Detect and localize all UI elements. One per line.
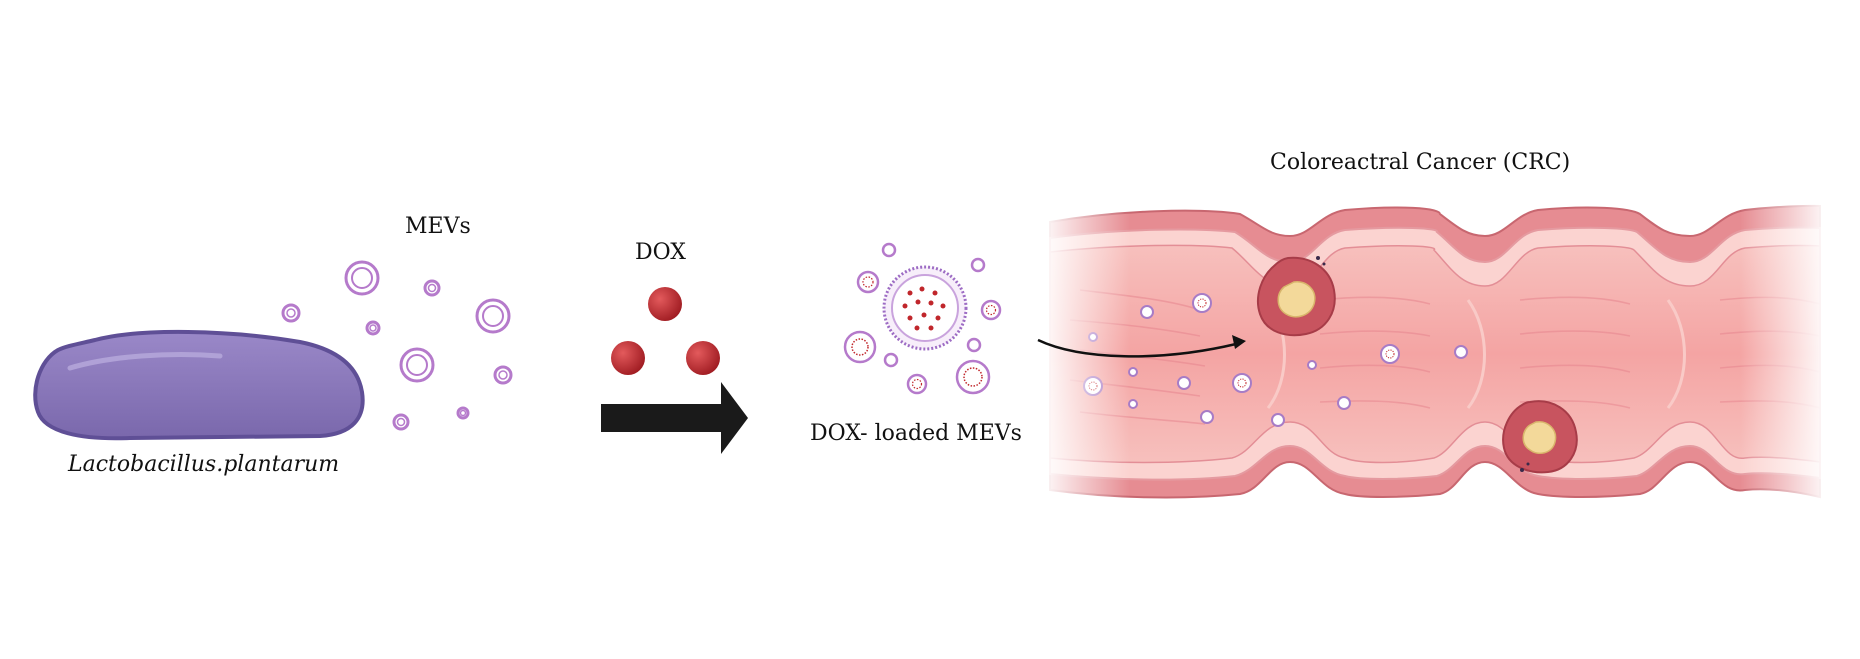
vesicle	[475, 298, 511, 334]
colon-vesicle	[1200, 410, 1214, 424]
loaded-vesicle	[970, 257, 986, 273]
loaded-vesicle	[966, 337, 982, 353]
bacterium-label: Lactobacillus.plantarum	[68, 452, 340, 477]
dox-label: DOX	[635, 240, 686, 265]
vesicle	[423, 279, 441, 297]
loaded-vesicle	[856, 270, 880, 294]
dox-molecules	[611, 287, 720, 375]
colon-vesicle	[1140, 305, 1154, 319]
colon-vesicle	[1128, 399, 1138, 409]
dox-molecule	[686, 341, 720, 375]
colon-vesicle	[1177, 376, 1191, 390]
loaded-vesicle	[843, 330, 877, 364]
bacterium-icon	[33, 329, 365, 441]
mevs-label: MEVs	[405, 214, 471, 239]
tumor-bottom	[1502, 400, 1578, 474]
colon-vesicle	[1307, 360, 1317, 370]
mev-vesicles	[281, 260, 513, 431]
crc-label: Coloreactral Cancer (CRC)	[1270, 150, 1571, 175]
vesicle	[399, 347, 435, 383]
colon-vesicle	[1192, 293, 1212, 313]
dox-molecule	[648, 287, 682, 321]
dox-molecule	[611, 341, 645, 375]
dox-loaded-mevs	[843, 242, 1002, 395]
vesicle	[392, 413, 410, 431]
delivery-arrow-icon	[1037, 335, 1246, 358]
colon-vesicle	[1454, 345, 1468, 359]
colon-vesicle	[1337, 396, 1351, 410]
loaded-vesicle	[883, 352, 899, 368]
vesicle	[365, 320, 381, 336]
process-arrow-icon	[601, 382, 748, 454]
loaded-vesicle	[906, 373, 928, 395]
vesicle	[456, 406, 470, 420]
colon-vesicle	[1232, 373, 1252, 393]
colon-vesicle	[1380, 344, 1400, 364]
vesicle	[281, 303, 301, 323]
colon-vesicle	[1128, 367, 1138, 377]
colon-vesicle	[1271, 413, 1285, 427]
loaded-vesicle	[881, 242, 897, 258]
loaded-vesicle-large	[882, 265, 968, 351]
loaded-vesicle	[955, 359, 991, 395]
loaded-vesicle	[980, 299, 1002, 321]
tumor-top	[1256, 256, 1336, 337]
vesicle	[493, 365, 513, 385]
colon-illustration	[1040, 196, 1830, 506]
vesicle	[344, 260, 380, 296]
dox-loaded-mevs-label: DOX- loaded MEVs	[810, 421, 1022, 446]
